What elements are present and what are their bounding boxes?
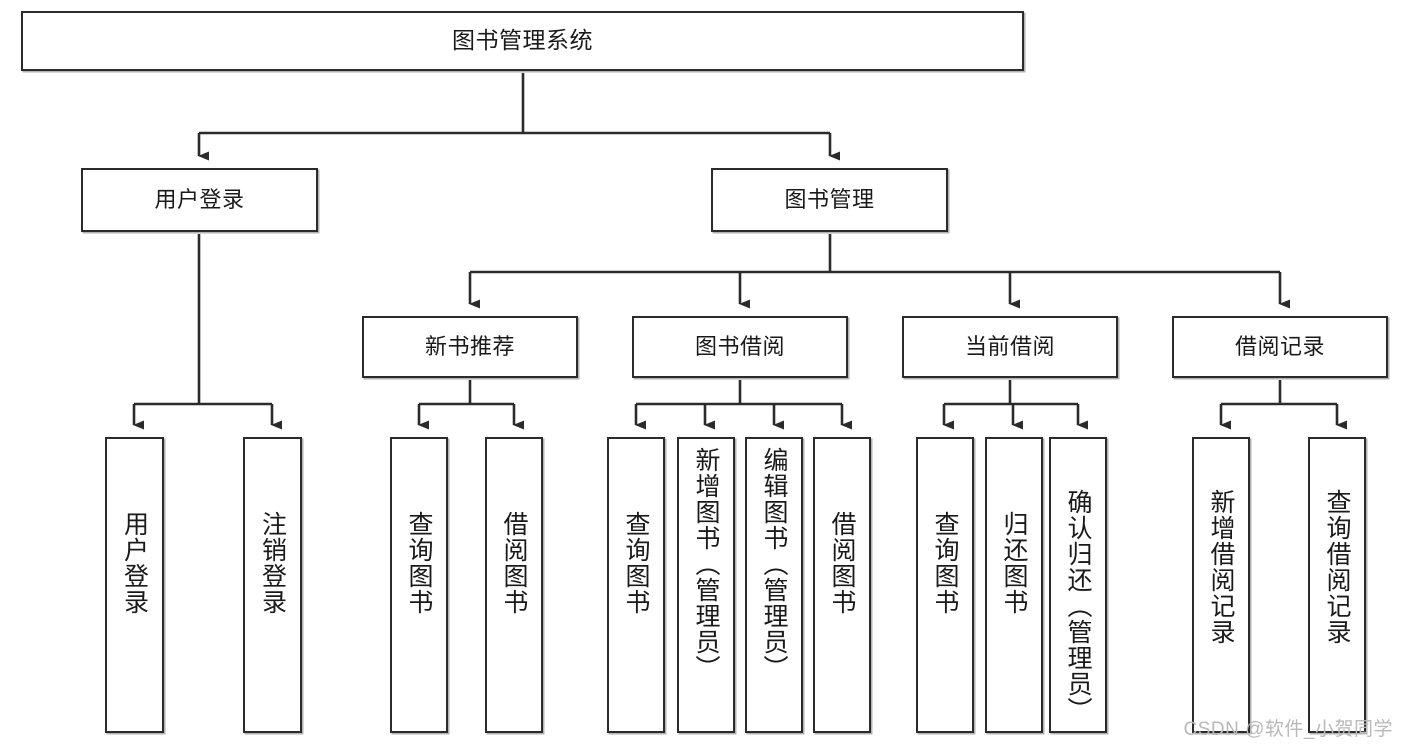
node-book-borrow[interactable]: 图书借阅	[632, 316, 848, 378]
node-label: 图书借阅	[694, 333, 785, 359]
leaf-logout[interactable]: 注销登录	[243, 437, 302, 733]
node-label: 用户登录	[120, 511, 149, 615]
node-label: 查询借阅记录	[1323, 489, 1351, 645]
leaf-query-book-recommend[interactable]: 查询图书	[390, 437, 448, 733]
node-label: 借阅图书	[500, 511, 528, 615]
node-label: 用户登录	[154, 186, 245, 212]
node-label: 当前借阅	[964, 333, 1055, 359]
node-label: 编辑图书（管理员）	[760, 447, 788, 681]
csdn-watermark: CSDN @软件_小贺同学	[1183, 719, 1393, 740]
leaf-query-borrow-record[interactable]: 查询借阅记录	[1308, 437, 1366, 733]
leaf-query-book-borrow[interactable]: 查询图书	[607, 437, 665, 733]
node-label: 图书管理系统	[452, 27, 593, 54]
node-label: 查询图书	[405, 511, 433, 615]
node-label: 注销登录	[258, 511, 287, 615]
leaf-add-book[interactable]: 新增图书（管理员）	[677, 437, 735, 733]
node-label: 借阅图书	[828, 511, 856, 615]
node-label: 新增图书（管理员）	[692, 447, 720, 681]
node-user-login[interactable]: 用户登录	[81, 168, 318, 232]
node-label: 新书推荐	[424, 333, 515, 359]
leaf-borrow-book[interactable]: 借阅图书	[813, 437, 871, 733]
node-book-management[interactable]: 图书管理	[711, 168, 948, 232]
leaf-edit-book[interactable]: 编辑图书（管理员）	[745, 437, 803, 733]
node-label: 借阅记录	[1234, 333, 1325, 359]
node-label: 查询图书	[931, 511, 959, 615]
node-label: 归还图书	[1000, 511, 1028, 615]
node-root-book-management-system[interactable]: 图书管理系统	[21, 11, 1024, 71]
leaf-borrow-book-recommend[interactable]: 借阅图书	[485, 437, 543, 733]
node-label: 确认归还（管理员）	[1064, 489, 1092, 723]
leaf-user-login[interactable]: 用户登录	[105, 437, 164, 733]
leaf-confirm-return[interactable]: 确认归还（管理员）	[1049, 437, 1107, 733]
node-label: 查询图书	[622, 511, 650, 615]
node-label: 新增借阅记录	[1207, 489, 1235, 645]
leaf-add-borrow-record[interactable]: 新增借阅记录	[1192, 437, 1250, 733]
node-label: 图书管理	[784, 186, 875, 212]
node-current-borrow[interactable]: 当前借阅	[902, 316, 1118, 378]
node-new-book-recommend[interactable]: 新书推荐	[362, 316, 578, 378]
node-borrow-record[interactable]: 借阅记录	[1172, 316, 1388, 378]
leaf-return-book[interactable]: 归还图书	[985, 437, 1043, 733]
leaf-query-book-current[interactable]: 查询图书	[916, 437, 974, 733]
